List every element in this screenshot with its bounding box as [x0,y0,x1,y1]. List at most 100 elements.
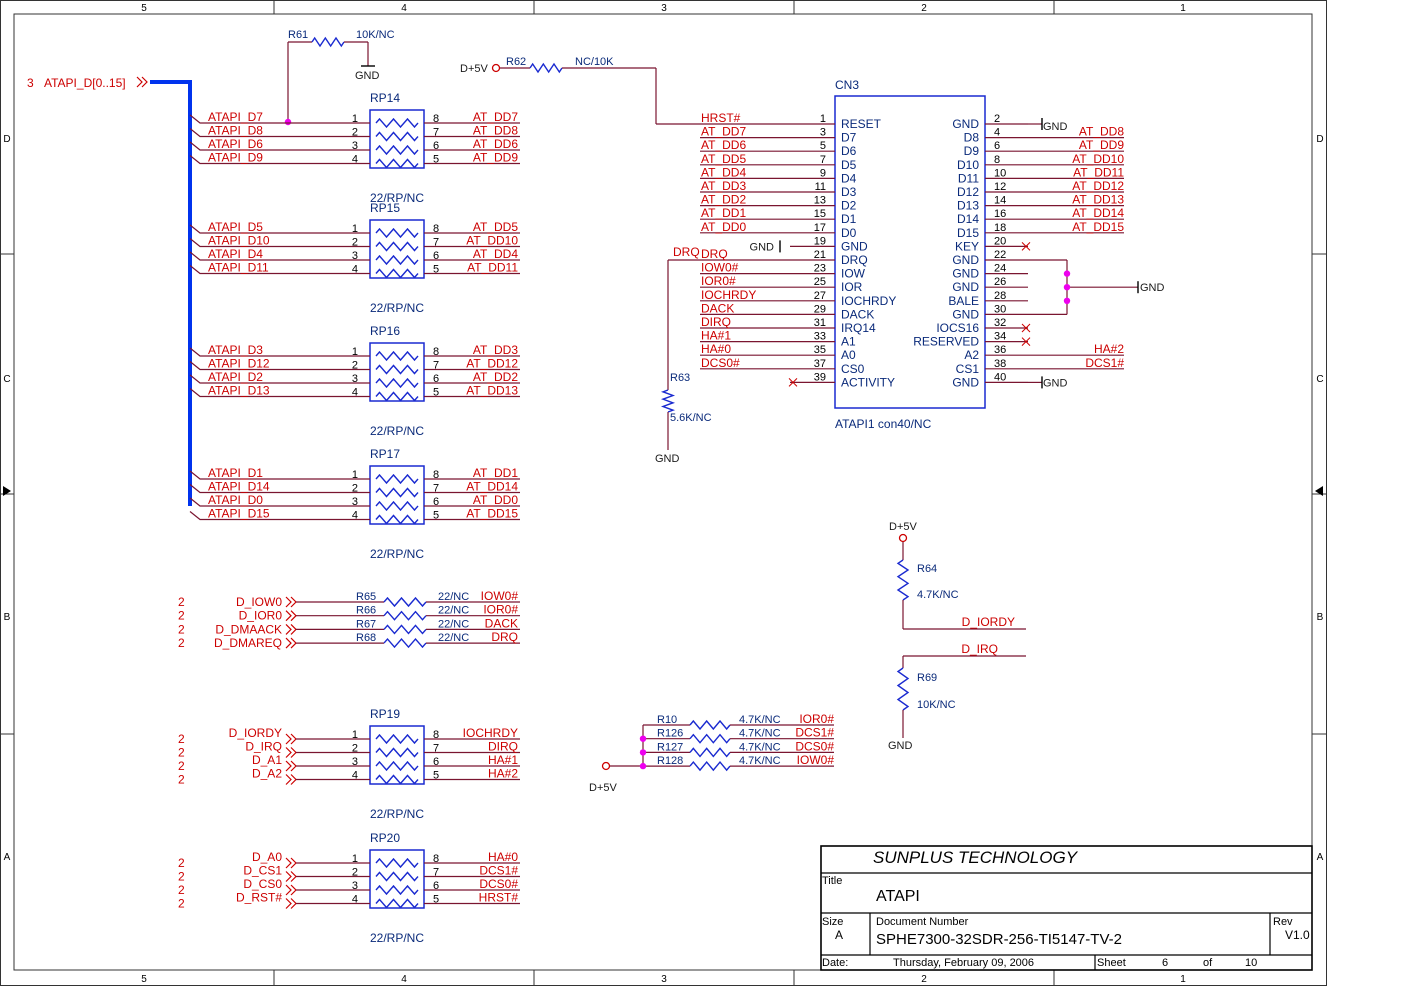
cn3-pin-name: GND [952,307,979,321]
rpack-value: 22/RP/NC [370,424,424,438]
rpack-right-net: AT_DD2 [473,370,518,384]
pullup-resistor [689,761,731,772]
cn3-pin-name: CS1 [956,362,980,376]
series-value: 22/NC [438,618,469,630]
chevron-icon [141,76,148,88]
pin-number: 8 [433,469,439,481]
pullup-value: 4.7K/NC [739,728,781,740]
cn3-left-net: AT_DD4 [701,165,746,179]
cn3-pin-name: A1 [841,335,856,349]
cn3-value: ATAPI1 con40/NC [835,417,932,431]
chevron-icon [285,871,292,882]
offpage-connector-icon [285,596,297,608]
cn3-pin-name: D4 [841,171,857,185]
company-name: SUNPLUS TECHNOLOGY [873,848,1079,867]
pin-number: 1 [352,469,358,481]
rpack-right-net: HA#0 [488,850,518,864]
pin-number: 5 [433,154,439,166]
chevron-icon [285,898,292,909]
cn3-pin-number: 11 [815,181,826,193]
offpage-connector-icon [285,637,297,649]
rpack-left-net: D_CS1 [243,864,282,878]
sheet-ref: 2 [178,870,185,884]
rpack-resistor [375,117,419,129]
cn3-pin-number: 29 [814,303,826,315]
cn3-left-net: DACK [701,301,734,315]
pullup-out-net: DCS1# [795,726,834,740]
cn3-pin-number: 9 [820,167,826,179]
rpack-ref: RP17 [370,447,400,461]
pin-number: 7 [433,237,439,249]
rpack-left-net: ATAPI_D2 [208,370,263,384]
bus-entry [189,388,370,398]
rpack-resistor [375,254,419,266]
pin-number: 7 [433,743,439,755]
rpack-left-net: D_IORDY [229,726,282,740]
rpack-right-net: AT_DD1 [473,466,518,480]
cn3-pin-name: GND [952,280,979,294]
cn3-pin-number: 39 [814,371,826,383]
rpack-value: 22/RP/NC [370,301,424,315]
rpack-right-net: AT_DD12 [466,357,518,371]
series-resistor [383,638,427,649]
offpage-connector-icon [285,623,297,635]
rpack-left-net: ATAPI_D11 [208,261,269,275]
pin-number: 7 [433,127,439,139]
series-in-net: D_DMAREQ [214,636,282,650]
pin-number: 8 [433,223,439,235]
cn3-pin-number: 21 [814,249,826,261]
size-label: Size [822,916,843,928]
bus-entry [189,224,370,234]
cn3-right-net: AT_DD14 [1072,206,1124,220]
cn3-pin-name: GND [952,117,979,131]
pin-number: 3 [352,496,358,508]
r62-value: NC/10K [575,56,614,68]
rpack-right-net: AT_DD13 [466,384,518,398]
cn3-pin-number: 26 [994,276,1006,288]
pin-number: 8 [433,729,439,741]
rpack-resistor [375,898,419,909]
cn3-pin-number: 34 [994,331,1006,343]
rpack-left-net: ATAPI_D3 [208,343,263,357]
sheet-ref: 2 [178,636,185,650]
r63-gnd: GND [655,453,680,465]
series-out-net: DACK [485,616,518,630]
rpack-right-net: AT_DD6 [473,137,518,151]
rpack-resistor [375,391,419,402]
rpack-left-net: ATAPI_D1 [208,466,263,480]
rpack-value: 22/RP/NC [370,547,424,561]
pin-number: 1 [352,853,358,865]
pin-number: 7 [433,867,439,879]
series-in-net: D_IOW0 [236,595,282,609]
outer-frame [0,0,1327,986]
rev-label: Rev [1273,916,1293,928]
cn3-ref: CN3 [835,78,859,92]
chevron-icon [285,610,292,622]
series-ref: R68 [356,632,376,644]
cn3-pin-number: 20 [994,235,1006,247]
pin-number: 4 [352,264,358,276]
zone-label-bottom: 5 [141,974,147,985]
r64-supply: D+5V [889,521,917,533]
cn3-left-net: AT_DD3 [701,179,746,193]
cn3-body [834,95,986,409]
bus-entry [189,484,370,494]
r62-ref: R62 [506,56,526,68]
sheet-ref: 2 [178,595,185,609]
zone-label-left: C [3,374,10,385]
sheet-ref: 2 [178,759,185,773]
series-ref: R66 [356,605,376,617]
bus-entry [189,128,370,138]
pin-number: 3 [352,756,358,768]
zone-label-bottom: 1 [1180,974,1186,985]
size-value: A [835,928,843,942]
pin-number: 3 [352,250,358,262]
